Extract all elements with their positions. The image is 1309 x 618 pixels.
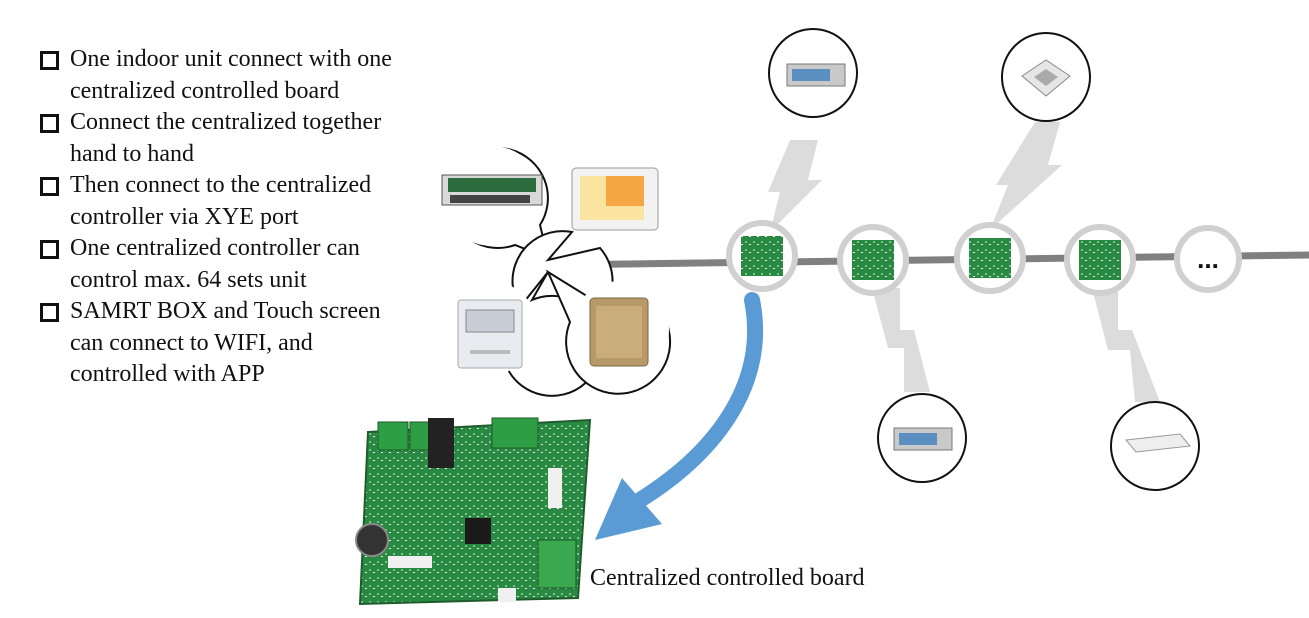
- checkbox-icon: [40, 303, 59, 322]
- checkbox-icon: [40, 240, 59, 259]
- duct-unit-bottom: [877, 393, 967, 483]
- feature-item: Connect the centralized together hand to…: [40, 107, 410, 170]
- board-node: [1064, 224, 1136, 296]
- feature-item: SAMRT BOX and Touch screen can connect t…: [40, 296, 410, 391]
- more-nodes-ellipsis: ...: [1197, 244, 1219, 274]
- bolt-icon: [990, 122, 1062, 230]
- board-node: [837, 224, 909, 296]
- board-node: [726, 220, 798, 292]
- duct-unit-top: [768, 28, 858, 118]
- checkbox-icon: [40, 177, 59, 196]
- centralized-board-image: [355, 417, 592, 606]
- bolt-icon: [872, 288, 930, 392]
- indoor-units: [768, 28, 1200, 491]
- link-bolts: [768, 122, 1160, 402]
- feature-item: One centralized controller can control m…: [40, 233, 410, 296]
- touch-screen-icon: [571, 167, 659, 231]
- wired-controller-icon: [457, 299, 523, 369]
- checkbox-icon: [40, 51, 59, 70]
- arrow-head-icon: [595, 478, 662, 540]
- wired-controller-board: [441, 174, 543, 206]
- feature-item: One indoor unit connect with one central…: [40, 44, 410, 107]
- board-nodes: [726, 220, 1242, 296]
- bolt-icon: [1092, 288, 1160, 402]
- bolt-icon: [768, 140, 822, 232]
- board-node: [954, 222, 1026, 294]
- board-caption: Centralized controlled board: [590, 565, 865, 591]
- checkbox-icon: [40, 114, 59, 133]
- smart-box-icon: [589, 297, 649, 367]
- feature-list: One indoor unit connect with one central…: [40, 44, 410, 391]
- ceiling-unit-bottom: [1110, 401, 1200, 491]
- more-nodes-circle: [1174, 225, 1242, 293]
- cassette-unit-top: [1001, 32, 1091, 122]
- pointer-arrow: [595, 292, 764, 540]
- feature-item: Then connect to the centralized controll…: [40, 170, 410, 233]
